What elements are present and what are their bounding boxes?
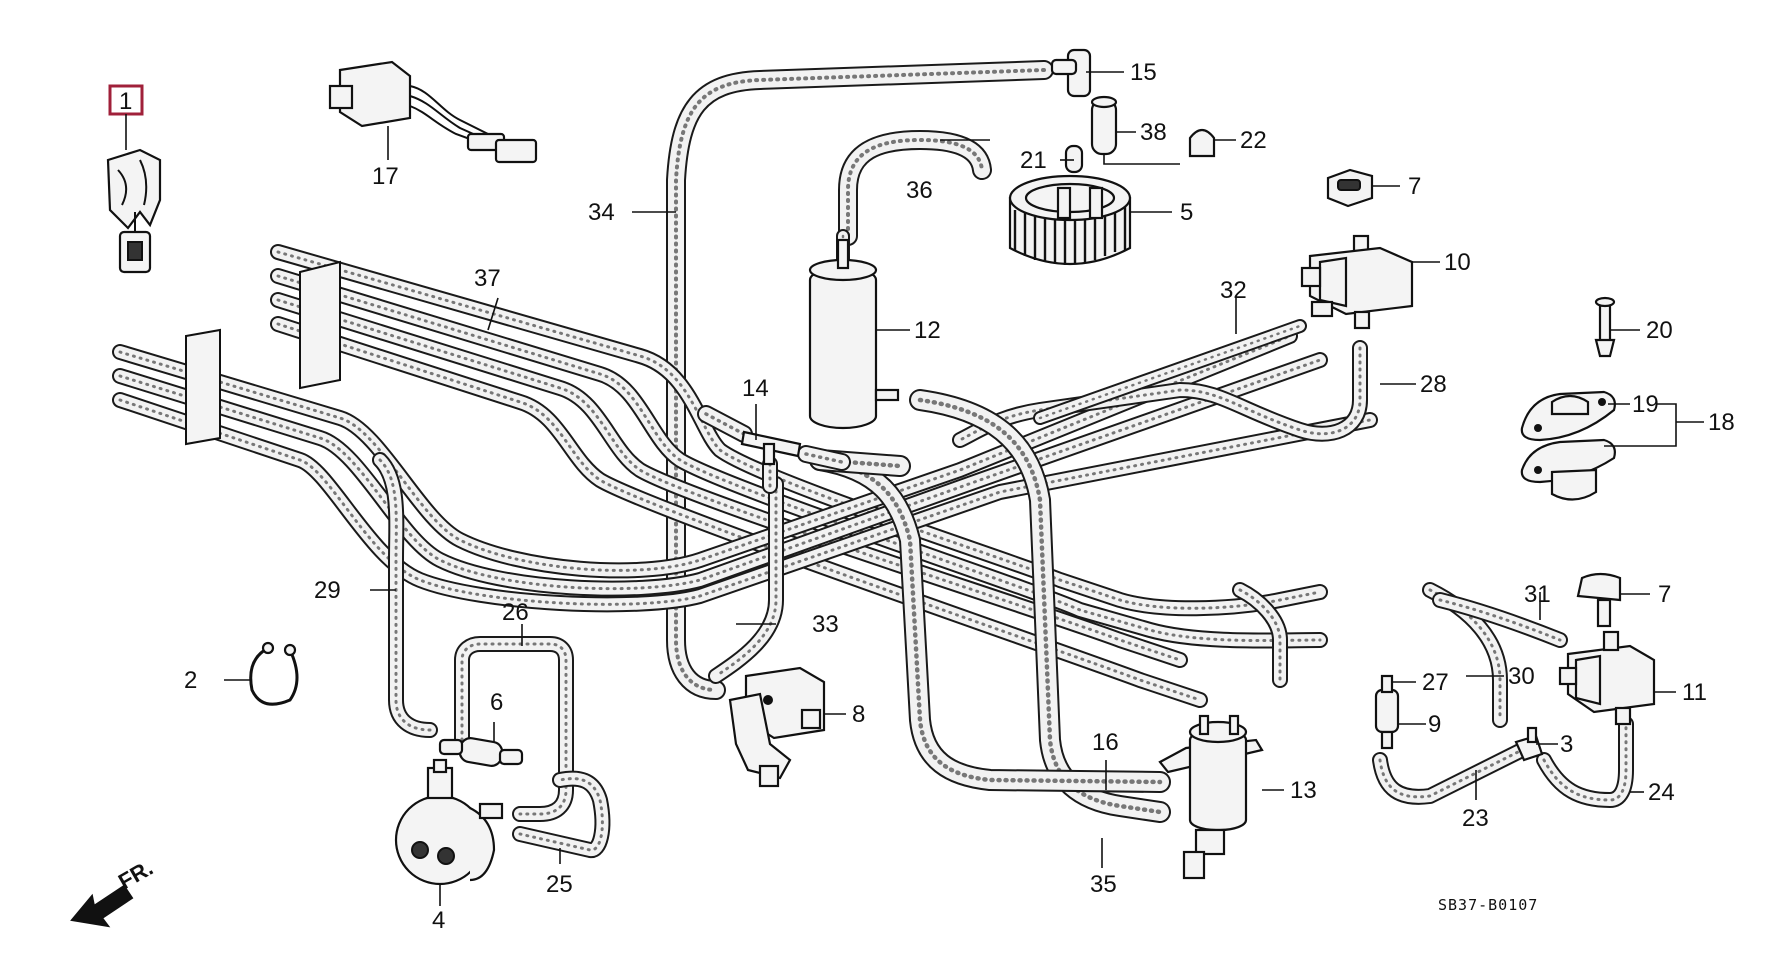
hose-16-35[interactable] bbox=[909, 389, 1171, 823]
callout-19[interactable]: 19 bbox=[1632, 391, 1659, 418]
callout-16[interactable]: 16 bbox=[1092, 729, 1119, 756]
callout-32[interactable]: 32 bbox=[1220, 277, 1247, 304]
part-10-solenoid-valve[interactable] bbox=[1300, 234, 1414, 330]
callout-28[interactable]: 28 bbox=[1420, 371, 1447, 398]
callout-labels: 1 2 3 4 5 6 7 7 8 9 10 11 12 13 14 15 16… bbox=[119, 59, 1735, 934]
part-7-boot-lower[interactable] bbox=[1576, 572, 1622, 628]
callout-7-upper[interactable]: 7 bbox=[1408, 173, 1421, 200]
part-22-cap[interactable] bbox=[1188, 128, 1216, 158]
callout-9[interactable]: 9 bbox=[1428, 711, 1441, 738]
callout-15[interactable]: 15 bbox=[1130, 59, 1157, 86]
part-7-boot-upper[interactable] bbox=[1326, 168, 1374, 208]
part-12-vacuum-tank[interactable] bbox=[808, 238, 900, 430]
callout-4[interactable]: 4 bbox=[432, 907, 445, 934]
callout-24[interactable]: 24 bbox=[1648, 779, 1675, 806]
callout-27[interactable]: 27 bbox=[1422, 669, 1449, 696]
part-8-solenoid[interactable] bbox=[728, 666, 826, 788]
callout-29[interactable]: 29 bbox=[314, 577, 341, 604]
hose-34[interactable] bbox=[666, 60, 1054, 700]
callout-6[interactable]: 6 bbox=[490, 689, 503, 716]
callout-36[interactable]: 36 bbox=[906, 177, 933, 204]
callout-7-lower[interactable]: 7 bbox=[1658, 581, 1671, 608]
part-9-filter[interactable] bbox=[1374, 674, 1400, 750]
part-11-solenoid-valve[interactable] bbox=[1558, 630, 1656, 726]
hose-23[interactable] bbox=[1372, 738, 1538, 805]
hose-bracket-2[interactable] bbox=[185, 328, 221, 446]
hose-36[interactable] bbox=[838, 130, 992, 246]
callout-12[interactable]: 12 bbox=[914, 317, 941, 344]
part-38-hose-joint[interactable] bbox=[1090, 95, 1118, 156]
callout-20[interactable]: 20 bbox=[1646, 317, 1673, 344]
hose-32[interactable] bbox=[1033, 319, 1307, 425]
callout-30[interactable]: 30 bbox=[1508, 663, 1535, 690]
callout-1[interactable]: 1 bbox=[119, 88, 132, 115]
hose-14-b[interactable] bbox=[797, 445, 851, 471]
hose-lower-c[interactable] bbox=[112, 392, 1378, 613]
callout-21[interactable]: 21 bbox=[1020, 147, 1047, 174]
part-5-air-filter[interactable] bbox=[1008, 174, 1132, 266]
callout-23[interactable]: 23 bbox=[1462, 805, 1489, 832]
callout-31[interactable]: 31 bbox=[1524, 581, 1551, 608]
callout-10[interactable]: 10 bbox=[1444, 249, 1471, 276]
part-6-check-valve[interactable] bbox=[438, 737, 524, 768]
part-1-bracket[interactable] bbox=[106, 148, 162, 274]
callout-11[interactable]: 11 bbox=[1682, 679, 1707, 706]
part-2-hose-clamp[interactable] bbox=[249, 641, 299, 706]
front-direction-arrow: FR. bbox=[70, 855, 157, 928]
hose-26[interactable] bbox=[454, 636, 574, 822]
callout-14[interactable]: 14 bbox=[742, 375, 769, 402]
callout-18[interactable]: 18 bbox=[1708, 409, 1735, 436]
callout-5[interactable]: 5 bbox=[1180, 199, 1193, 226]
hose-25[interactable] bbox=[512, 770, 611, 858]
diagram-code: SB37-B0107 bbox=[1438, 896, 1538, 914]
callout-8[interactable]: 8 bbox=[852, 701, 865, 728]
hose-lower-a[interactable] bbox=[112, 328, 1298, 579]
hose-29[interactable] bbox=[372, 452, 438, 738]
hose-14-a[interactable] bbox=[697, 405, 753, 443]
callout-33[interactable]: 33 bbox=[812, 611, 839, 638]
hose-24[interactable] bbox=[1536, 716, 1634, 808]
hose-16b[interactable] bbox=[809, 449, 1171, 793]
part-13-vacuum-valve[interactable] bbox=[1158, 714, 1264, 880]
part-3-t-joint[interactable] bbox=[1514, 726, 1544, 762]
callout-13[interactable]: 13 bbox=[1290, 777, 1317, 804]
part-17-connector-harness[interactable] bbox=[328, 60, 538, 164]
callout-26[interactable]: 26 bbox=[502, 599, 529, 626]
callout-34[interactable]: 34 bbox=[588, 199, 615, 226]
leader-lines bbox=[125, 71, 1704, 906]
part-15-elbow-fitting[interactable] bbox=[1050, 48, 1092, 98]
part-21-cap[interactable] bbox=[1064, 144, 1084, 174]
hose-bracket-1[interactable] bbox=[299, 260, 341, 390]
hose-group bbox=[112, 60, 1634, 858]
hose-33[interactable] bbox=[708, 476, 784, 684]
part-4-diaphragm[interactable] bbox=[394, 758, 504, 886]
callout-17[interactable]: 17 bbox=[372, 163, 399, 190]
hose-27[interactable] bbox=[1232, 582, 1288, 688]
callout-38[interactable]: 38 bbox=[1140, 119, 1167, 146]
callout-37[interactable]: 37 bbox=[474, 265, 501, 292]
callout-2[interactable]: 2 bbox=[184, 667, 197, 694]
callout-25[interactable]: 25 bbox=[546, 871, 573, 898]
callout-22[interactable]: 22 bbox=[1240, 127, 1267, 154]
callout-35[interactable]: 35 bbox=[1090, 871, 1117, 898]
hose-lower-b[interactable] bbox=[112, 352, 1328, 597]
part-20-stud[interactable] bbox=[1594, 296, 1616, 358]
part-18-mount-base[interactable] bbox=[1520, 438, 1616, 501]
callout-3[interactable]: 3 bbox=[1560, 731, 1573, 758]
hose-31[interactable] bbox=[1432, 592, 1568, 648]
part-19-mount-plate[interactable] bbox=[1520, 390, 1616, 442]
